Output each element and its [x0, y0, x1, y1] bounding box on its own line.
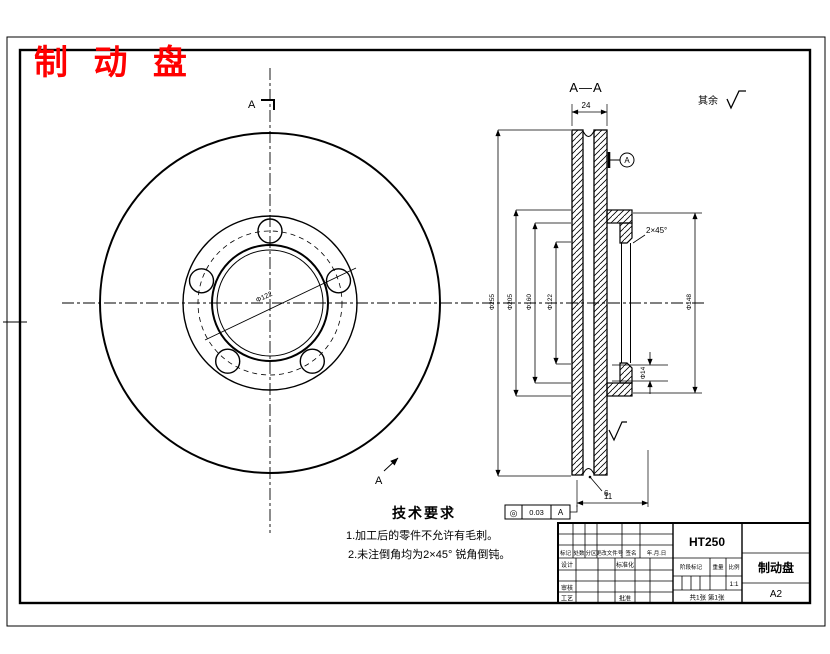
- sheet-size: A2: [770, 589, 783, 600]
- tech-req-item: 2.未注倒角均为2×45° 锐角倒钝。: [348, 547, 510, 561]
- front-view: Φ122 A A: [62, 68, 480, 533]
- role-design: 设计: [561, 561, 573, 569]
- tech-req-item: 1.加工后的零件不允许有毛刺。: [346, 528, 498, 542]
- tech-req-title: 技术要求: [392, 505, 456, 521]
- datum-label: A: [624, 156, 630, 165]
- rev-header-cell: 分区: [585, 549, 597, 557]
- bolt-circle: [197, 230, 343, 376]
- extension-lines-left: [498, 129, 571, 477]
- stage-label: 阶段标记: [680, 563, 703, 571]
- section-title: A—A: [569, 80, 602, 95]
- title-block: 标记 处数 分区 更改文件号 签名 年.月.日 设计 标准化 审核 工艺 批准 …: [557, 522, 811, 604]
- section-cut-mark-top: [261, 99, 275, 110]
- middle-panel-cols: [681, 558, 727, 590]
- hub-wall-bottom: [619, 362, 633, 384]
- role-standardization: 标准化: [616, 561, 634, 569]
- bottom-dim-label: 11: [604, 492, 613, 501]
- section-cut-label-bottom: A: [375, 475, 383, 487]
- technical-requirements: 技术要求 1.加工后的零件不允许有毛刺。 2.未注倒角均为2×45° 锐角倒钝。: [346, 505, 510, 561]
- chamfer-label: 2×45°: [646, 226, 667, 235]
- extension-lines-right: [633, 212, 702, 394]
- revision-grid-cols: [572, 523, 641, 558]
- weight-label: 重量: [712, 563, 724, 571]
- extension-lines-top: [571, 104, 608, 126]
- bore-circle-outer: [211, 244, 329, 362]
- roughness-icon: [608, 421, 627, 442]
- slot-leader: [589, 476, 603, 492]
- right-panel-rows: [742, 552, 810, 584]
- dim-label: Φ205: [507, 294, 514, 310]
- hub-circle: [182, 215, 358, 391]
- scale-label: 比例: [728, 563, 740, 571]
- bore-dim-label: Φ122: [255, 291, 274, 305]
- role-approve: 批准: [619, 595, 631, 603]
- fcf-symbol: ◎: [510, 508, 518, 518]
- dim-label: Φ122: [547, 294, 554, 310]
- middle-panel-rows: [673, 557, 742, 591]
- dim-label: Φ255: [489, 294, 496, 310]
- sheet-info: 共1张 第1张: [689, 593, 725, 602]
- hub-wall-top: [619, 222, 633, 244]
- rev-header-cell: 标记: [560, 549, 572, 557]
- rev-header-cell: 更改文件号: [596, 549, 624, 557]
- role-process: 工艺: [561, 595, 573, 603]
- hub-flange-top: [606, 209, 633, 224]
- revision-grid-rows: [558, 533, 673, 593]
- chamfer-leader: [632, 234, 646, 244]
- fcf-datum: A: [558, 508, 564, 517]
- slot-leader-dot: [588, 475, 592, 479]
- outer-border: [6, 36, 826, 627]
- bolt-hole: [257, 218, 283, 244]
- section-right-cheek: [593, 129, 608, 476]
- fcf-tolerance: 0.03: [529, 508, 544, 517]
- roughness-icon: [726, 90, 746, 110]
- scale-value: 1:1: [729, 581, 738, 588]
- extension-lines-bottom: [576, 450, 649, 507]
- signature-grid-cols: [575, 558, 651, 603]
- bolt-hole: [214, 348, 241, 374]
- vent-notch-top: [582, 130, 595, 137]
- material-value: HT250: [689, 535, 725, 549]
- section-view: A—A Φ14 Φ255 Φ205 Φ160 Φ122: [482, 80, 705, 520]
- bolt-hole: [299, 348, 325, 374]
- section-cut-arrow-bottom: [383, 457, 399, 472]
- title-block-frame: [557, 522, 811, 604]
- hub-flange-bottom: [606, 382, 633, 397]
- datum-circle-icon: [619, 152, 635, 168]
- role-check: 审核: [561, 584, 573, 592]
- bore-circle-inner: [216, 249, 324, 357]
- slot-label: 6: [604, 489, 609, 498]
- vent-notch-bottom: [582, 468, 595, 475]
- bolt-hole: [188, 268, 215, 294]
- bolt-hole: [325, 268, 352, 294]
- inner-border: [18, 48, 812, 605]
- stud-dim-label: Φ14: [640, 366, 647, 379]
- section-left-cheek: [571, 129, 584, 476]
- fcf-leader: [570, 505, 578, 513]
- rev-header-cell: 年.月.日: [647, 549, 667, 557]
- surface-note-label: 其余: [698, 94, 718, 107]
- dim-label: Φ160: [526, 294, 533, 310]
- bore-diameter-line: [204, 267, 357, 341]
- part-name: 制动盘: [758, 560, 794, 575]
- rev-header-cell: 处数: [573, 549, 585, 557]
- rev-header-cell: 签名: [625, 549, 636, 557]
- page-title: 制 动 盘: [34, 44, 195, 82]
- dim-label: Φ148: [686, 294, 693, 310]
- section-cut-label-top: A: [248, 99, 256, 111]
- thickness-label: 24: [582, 101, 591, 110]
- disc-outer-circle: [99, 132, 441, 474]
